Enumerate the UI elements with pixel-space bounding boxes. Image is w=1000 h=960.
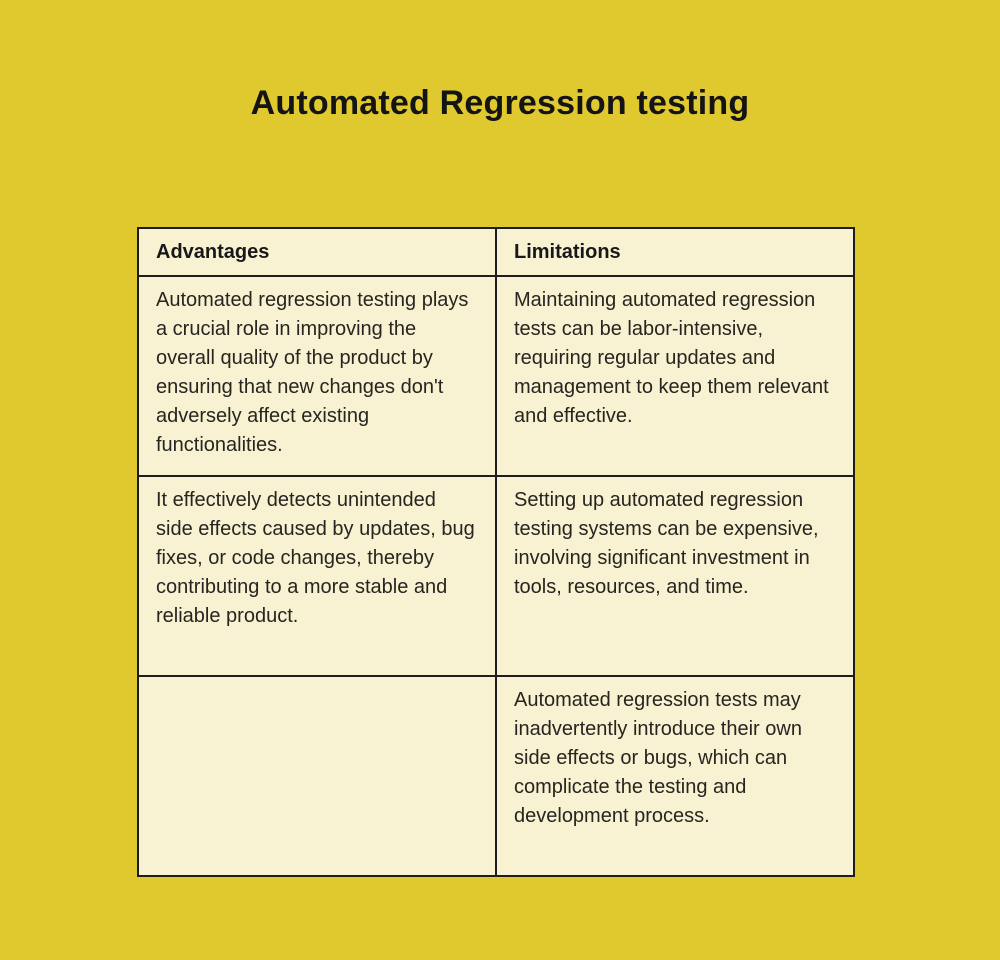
- limitation-cell-3: Automated regression tests may inadverte…: [495, 675, 855, 877]
- table-row: Automated regression tests may inadverte…: [137, 675, 855, 877]
- table-row: It effectively detects unintended side e…: [137, 475, 855, 677]
- page-title: Automated Regression testing: [250, 84, 750, 122]
- advantage-cell-3-empty: [137, 675, 497, 877]
- header-limitations: Limitations: [495, 227, 855, 277]
- table-body: Automated regression testing plays a cru…: [137, 275, 855, 877]
- advantage-cell-2: It effectively detects unintended side e…: [137, 475, 497, 677]
- comparison-table: Advantages Limitations Automated regress…: [137, 227, 855, 877]
- advantage-cell-1: Automated regression testing plays a cru…: [137, 275, 497, 477]
- header-advantages: Advantages: [137, 227, 497, 277]
- header-row: Advantages Limitations: [137, 227, 855, 277]
- table-header: Advantages Limitations: [137, 227, 855, 277]
- limitation-cell-2: Setting up automated regression testing …: [495, 475, 855, 677]
- table-row: Automated regression testing plays a cru…: [137, 275, 855, 477]
- limitation-cell-1: Maintaining automated regression tests c…: [495, 275, 855, 477]
